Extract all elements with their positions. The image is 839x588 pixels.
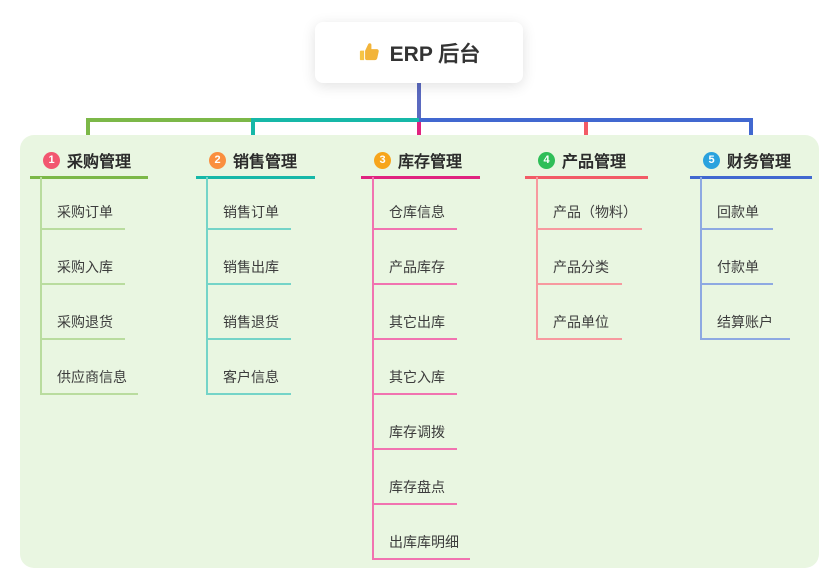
- connector-root-line: [417, 83, 421, 122]
- child-node[interactable]: 供应商信息: [40, 367, 138, 395]
- child-node[interactable]: 采购入库: [40, 257, 125, 285]
- connector-bus-sales: [251, 118, 419, 122]
- child-node[interactable]: 产品单位: [536, 312, 622, 340]
- child-node[interactable]: 产品分类: [536, 257, 622, 285]
- child-node[interactable]: 结算账户: [700, 312, 790, 340]
- branch-spine-product: [536, 177, 538, 340]
- child-node[interactable]: 库存盘点: [372, 477, 457, 505]
- branch-title: 销售管理: [233, 154, 298, 171]
- branch-header-inventory[interactable]: 3 库存管理: [361, 149, 480, 179]
- branch-title: 财务管理: [727, 154, 792, 171]
- child-node[interactable]: 销售出库: [206, 257, 291, 285]
- child-node[interactable]: 采购退货: [40, 312, 125, 340]
- connector-drop-finance: [749, 118, 753, 148]
- branch-spine-purchase: [40, 177, 42, 395]
- branch-number-badge: 1: [43, 151, 60, 169]
- branch-number-badge: 2: [209, 151, 226, 169]
- child-node[interactable]: 回款单: [700, 202, 773, 230]
- child-node[interactable]: 客户信息: [206, 367, 291, 395]
- branch-title: 库存管理: [398, 154, 463, 171]
- child-node[interactable]: 销售退货: [206, 312, 291, 340]
- connector-bus-finance: [419, 118, 753, 122]
- thumbs-up-icon: [358, 41, 381, 64]
- branch-header-product[interactable]: 4 产品管理: [525, 149, 648, 179]
- child-node[interactable]: 库存调拨: [372, 422, 457, 450]
- branches-panel: [20, 135, 819, 568]
- child-node[interactable]: 销售订单: [206, 202, 291, 230]
- branch-number-badge: 3: [374, 151, 391, 169]
- child-node[interactable]: 其它入库: [372, 367, 457, 395]
- child-node[interactable]: 出库库明细: [372, 532, 470, 560]
- connector-drop-purchase: [86, 118, 90, 148]
- child-node[interactable]: 产品（物料）: [536, 202, 642, 230]
- child-node[interactable]: 采购订单: [40, 202, 125, 230]
- connector-drop-sales: [251, 118, 255, 148]
- connector-bus-purchase: [86, 118, 253, 122]
- branch-header-purchase[interactable]: 1 采购管理: [30, 149, 148, 179]
- branch-spine-finance: [700, 177, 702, 340]
- child-node[interactable]: 仓库信息: [372, 202, 457, 230]
- branch-title: 采购管理: [67, 154, 132, 171]
- branch-header-finance[interactable]: 5 财务管理: [690, 149, 812, 179]
- root-label: ERP 后台: [389, 42, 481, 66]
- branch-number-badge: 4: [538, 151, 555, 169]
- branch-number-badge: 5: [703, 151, 720, 169]
- branch-header-sales[interactable]: 2 销售管理: [196, 149, 315, 179]
- child-node[interactable]: 其它出库: [372, 312, 457, 340]
- child-node[interactable]: 产品库存: [372, 257, 457, 285]
- branch-spine-inventory: [372, 177, 374, 560]
- root-node[interactable]: ERP 后台: [315, 22, 523, 83]
- branch-title: 产品管理: [562, 154, 627, 171]
- branch-spine-sales: [206, 177, 208, 395]
- child-node[interactable]: 付款单: [700, 257, 773, 285]
